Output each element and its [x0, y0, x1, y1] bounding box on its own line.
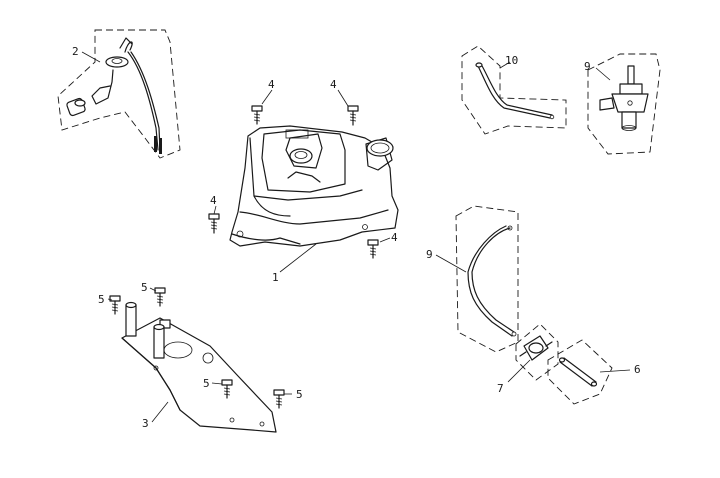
callout-9-top: 9: [584, 60, 591, 73]
callout-4-right: 4: [391, 231, 398, 244]
part-10-fuel-hose: [461, 45, 567, 135]
part-6-short-hose: [547, 339, 613, 405]
callout-5-b: 5: [141, 281, 148, 294]
part-1-fuel-tank: [229, 125, 399, 247]
bolt-4-right: [367, 239, 379, 259]
callout-6: 6: [634, 363, 641, 376]
part-7-fuel-filter: [515, 323, 559, 381]
bolt-4-left: [208, 213, 220, 234]
callout-2: 2: [72, 45, 79, 58]
bolt-4-top-right: [347, 105, 359, 126]
callout-5-c: 5: [203, 377, 210, 390]
callout-4-top-right: 4: [330, 78, 337, 91]
callout-4-left: 4: [210, 194, 217, 207]
bolt-5-c: [221, 379, 233, 399]
callout-5-a: 5: [98, 293, 105, 306]
callout-7: 7: [497, 382, 504, 395]
callout-9-middle: 9: [426, 248, 433, 261]
callout-5-d: 5: [296, 388, 303, 401]
callout-1: 1: [272, 271, 279, 284]
part-9-vacuum-valve: [587, 53, 661, 155]
bolt-5-d: [273, 389, 285, 409]
bolt-5-b: [154, 287, 166, 307]
callout-4-top-left: 4: [268, 78, 275, 91]
part-2-fuel-sender: [57, 29, 181, 159]
part-9-fuel-hose: [455, 205, 519, 353]
callout-10: 10: [505, 54, 518, 67]
part-3-mounting-bracket: [121, 301, 277, 433]
callout-3: 3: [142, 417, 149, 430]
bolt-5-a: [109, 295, 121, 315]
bolt-4-top-left: [251, 105, 263, 125]
leader-lines: [81, 51, 631, 423]
callout-numbers: 2 1 3 4 4 4 4 5 5 5 5 10 9 9 7 6: [72, 45, 641, 430]
